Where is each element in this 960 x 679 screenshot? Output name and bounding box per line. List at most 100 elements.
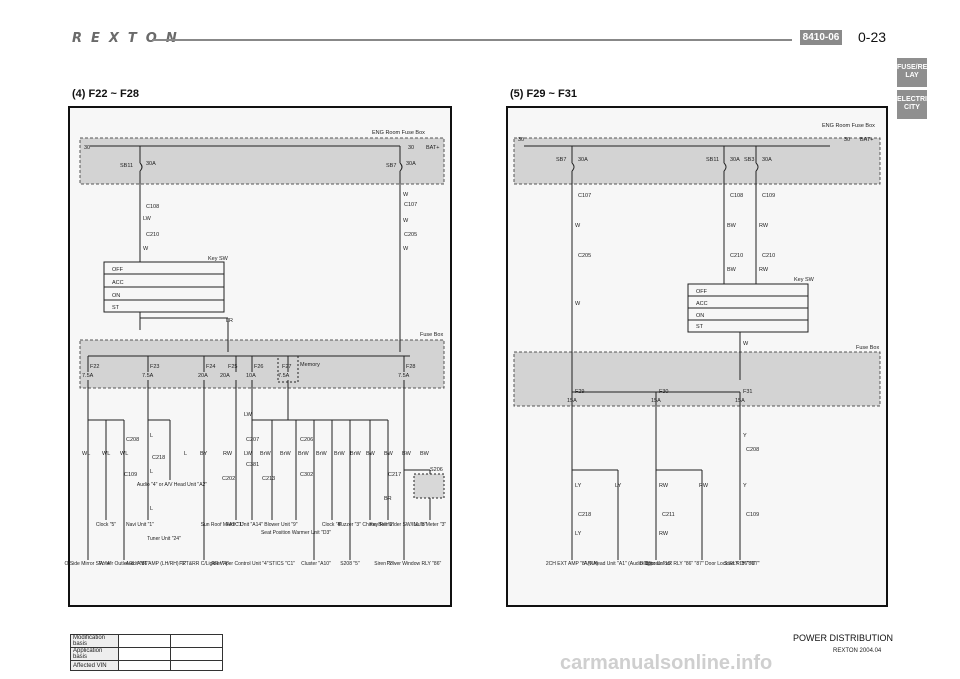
connector-c208: C208	[746, 447, 759, 453]
right-sb7: SB7	[556, 157, 566, 163]
section-code-badge: 8410-06	[800, 30, 842, 45]
right-c108: C108	[730, 193, 743, 199]
right-key-on: ON	[696, 313, 704, 319]
load-tuner-unit: Tuner Unit "24"	[147, 536, 181, 542]
left-eng-box-label: ENG Room Fuse Box	[372, 130, 425, 136]
fuse-f22-amp: 7.5A	[82, 373, 94, 379]
right-wire-label: RW	[659, 531, 669, 537]
right-wire-label: LY	[615, 483, 622, 489]
right-bat-label: BAT+	[860, 137, 874, 143]
left-30-b: 30	[408, 145, 414, 151]
connector-c208: C208	[126, 437, 139, 443]
left-key-st: ST	[112, 305, 120, 311]
left-wire-label: BW	[384, 451, 394, 457]
load-audio: Audio "4" or A/V Head Unit "A2"	[137, 482, 207, 488]
left-wire-label: BrW	[334, 451, 346, 457]
left-wire-lr: LR	[226, 318, 233, 324]
right-wire-label: Y	[743, 433, 747, 439]
right-wire-label: BW	[727, 223, 737, 229]
left-c108: C108	[146, 204, 159, 210]
left-c210: C210	[146, 232, 159, 238]
right-c109: C109	[762, 193, 775, 199]
left-wire-w3: W	[403, 218, 409, 224]
left-wire-label: BrW	[298, 451, 310, 457]
left-wire-label: WL	[82, 451, 90, 457]
load-buzzer-chime: Buzzer "3" Chime Bell "2"	[338, 522, 395, 528]
mod-basis-label: Modification basis	[70, 634, 119, 648]
connector-c109: C109	[746, 512, 759, 518]
right-c107: C107	[578, 193, 591, 199]
right-wire-label: RW	[759, 223, 769, 229]
left-wire-label: WL	[102, 451, 110, 457]
left-wire-label: BrW	[280, 451, 292, 457]
left-wire-label: BrW	[350, 451, 362, 457]
left-wire-lw: LW	[143, 216, 152, 222]
left-key-on: ON	[112, 293, 120, 299]
right-key-acc: ACC	[696, 301, 708, 307]
fuse-f25: F25	[228, 364, 237, 370]
left-sb7-amp: 30A	[406, 161, 416, 167]
left-key-acc: ACC	[112, 280, 124, 286]
fuse-f31: F31	[743, 389, 752, 395]
right-key-st: ST	[696, 324, 704, 330]
load-multi-meter: Multi Meter "3"	[414, 522, 447, 528]
load-clock-5: Clock "5"	[96, 522, 116, 528]
load-rr-wiper: RR Wiper Control Unit "4"	[211, 561, 268, 567]
fuse-f28: F28	[406, 364, 415, 370]
load-stics: STICS "C1"	[269, 561, 295, 567]
modification-table: Modification basis Application basis Aff…	[70, 634, 223, 671]
fuse-f23-amp: 7.5A	[142, 373, 154, 379]
right-wire-label: RW	[699, 483, 709, 489]
load-sun-roof-motor: Sun Roof Motor "1"	[201, 522, 244, 528]
left-wire-label: LW	[244, 451, 253, 457]
footer-title: POWER DISTRIBUTION	[793, 633, 894, 643]
left-key-off: OFF	[112, 267, 124, 273]
left-wire-label: L	[150, 469, 153, 475]
right-wire-label: LY	[575, 483, 582, 489]
connector-c207: C207	[246, 437, 259, 443]
load-2ch-ext-amp: 2CH EXT AMP "8" (NA)	[546, 561, 599, 567]
left-fuse-box-label: Fuse Box	[420, 332, 443, 338]
right-key-sw: Key SW	[794, 277, 815, 283]
left-key-sw: Key SW	[208, 256, 229, 262]
left-wire-label: BrW	[316, 451, 328, 457]
right-wire-label: RW	[759, 267, 769, 273]
right-wire-label: LY	[575, 531, 582, 537]
fuse-f26: F26	[254, 364, 263, 370]
fuse-f26-amp: 10A	[246, 373, 256, 379]
connector-c381: C381	[246, 462, 259, 468]
right-fuse-box-label: Fuse Box	[856, 345, 879, 351]
left-wire-label: L	[150, 433, 153, 439]
left-wire-w2: W	[403, 192, 409, 198]
left-wire-label: BR	[384, 496, 392, 502]
left-wire-label: BW	[402, 451, 412, 457]
load-cluster: Cluster "A10"	[301, 561, 331, 567]
left-30-a: 30	[84, 145, 90, 151]
load-s208: S208 "5"	[340, 561, 360, 567]
fuse-f22: F22	[90, 364, 99, 370]
fuse-f25-amp: 20A	[220, 373, 230, 379]
left-sb11: SB11	[120, 163, 133, 169]
tab-fuse-relay[interactable]: FUSE/RE LAY	[897, 58, 927, 87]
load-frt-rr-lighter: FRT&RR C/Lighter "4"	[179, 561, 229, 567]
section-title-left: (4) F22 ~ F28	[72, 88, 139, 100]
connector-s206: S206	[430, 467, 443, 473]
load-diagnosis: Diagnosis "16"	[640, 561, 673, 567]
left-wire-label: L	[184, 451, 187, 457]
fuse-f24-amp: 20A	[198, 373, 208, 379]
left-wire-label: WL	[120, 451, 128, 457]
connector-c213: C213	[262, 476, 275, 482]
load-power-window-rly: Power Window RLY "86"	[387, 561, 442, 567]
fuse-f29-amp: 15A	[567, 398, 577, 404]
right-30-a: 30	[518, 137, 524, 143]
right-eng-box-label: ENG Room Fuse Box	[822, 123, 875, 129]
right-sb3: SB3	[744, 157, 754, 163]
left-wire-label: BW	[420, 451, 430, 457]
connector-c302: C302	[300, 472, 313, 478]
tab-electricity[interactable]: ELECTRI CITY	[897, 90, 927, 119]
load-fatc-unit: FATC Unit "A14" Blower Unit "9"	[226, 522, 297, 528]
left-memory-label: Memory	[300, 362, 320, 368]
connector-c202: C202	[222, 476, 235, 482]
load-key-reminder: Key Reminder SW/ILL "3"	[370, 522, 427, 528]
